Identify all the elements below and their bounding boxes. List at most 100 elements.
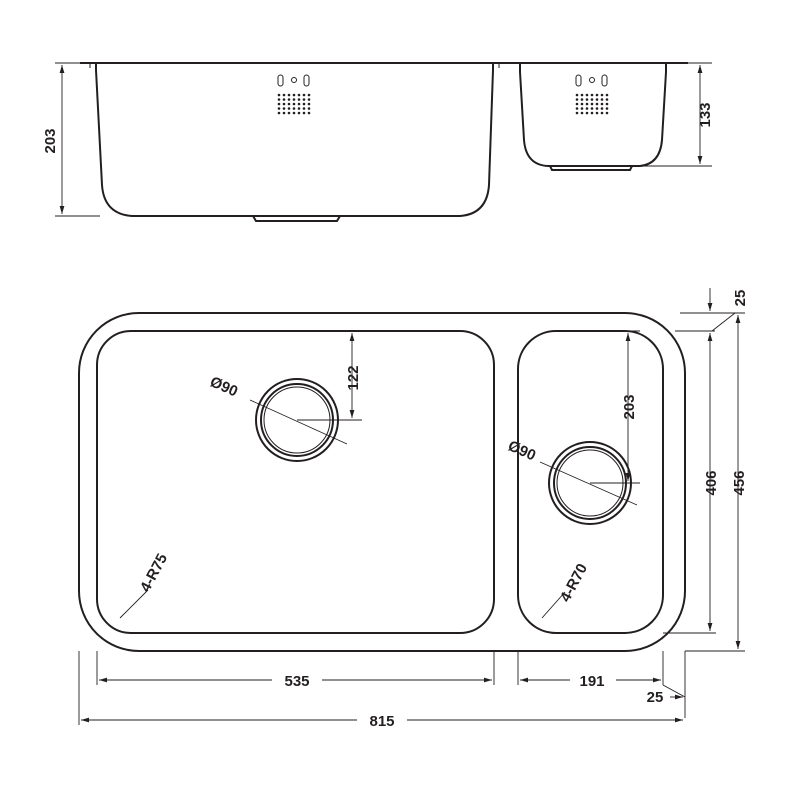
overflow-hole [297,107,301,110]
overflow-hole [605,98,609,101]
overflow-hole [277,111,281,115]
overflow-hole [575,102,579,106]
overflow-hole [580,93,584,97]
dim-r75-label: 4-R75 [137,551,171,595]
overflow-hole [575,98,579,101]
overflow-hole [302,93,306,97]
dimension-right-waste-offset: 203 [590,330,640,484]
dimension-right-bowl-depth: 133 [640,62,714,167]
dim-203-right-label: 203 [621,394,638,419]
overflow-hole [590,98,594,101]
overflow-hole [600,98,604,101]
dimension-right-bowl-radius: 4-R70 [541,561,591,619]
overflow-hole [580,111,584,115]
overflow-hole [282,107,286,110]
overflow-hole [287,93,291,97]
dimension-overall-length: 456 [685,315,748,652]
dim-diameter-right-label: Ø90 [505,437,538,464]
elevation-left-bowl-lip [89,63,500,68]
dim-815-label: 815 [369,713,394,730]
elevation-right-drain [549,165,633,171]
dim-456-label: 456 [731,470,748,495]
overflow-hole [287,111,291,115]
overflow-hole [292,98,296,101]
overflow-hole [595,98,599,101]
overflow-hole [575,111,579,115]
plan-left-bowl [96,330,495,634]
overflow-hole [302,102,306,106]
dim-191-label-bg [570,670,616,690]
overflow-hole [307,107,311,110]
dim-406-label: 406 [703,470,720,495]
dim-191-label: 191 [579,673,604,690]
overflow-hole [277,93,281,97]
overflow-hole [307,102,311,106]
dimension-left-waste-offset: 122 [297,330,362,421]
overflow-hole [282,93,286,97]
overflow-hole [277,107,281,110]
overflow-hole [282,102,286,106]
dimension-left-bowl-depth: 203 [42,62,100,217]
dim-203-left-label: 203 [42,128,59,153]
dim-25-bottom-label: 25 [647,689,664,706]
elevation-left-drain [252,215,341,222]
dimension-left-bowl-width: 535 [96,651,495,690]
overflow-hole [605,107,609,110]
plan-view: Ø90 Ø90 122 203 4-R75 4-R70 [78,288,749,730]
overflow-hole [287,102,291,106]
plan-outer-rim [78,312,686,652]
overflow-hole [292,93,296,97]
dim-535-label: 535 [284,673,309,690]
overflow-grill-icon-right [575,74,609,115]
overflow-hole [580,98,584,101]
dimension-right-bowl-width: 191 [517,651,664,690]
overflow-hole [600,102,604,106]
overflow-hole [287,107,291,110]
dimension-bowl-length: 406 [663,333,720,634]
overflow-hole [580,107,584,110]
overflow-hole [287,98,291,101]
dimension-left-bowl-radius: 4-R75 [119,551,171,619]
overflow-hole [595,107,599,110]
overflow-hole [282,98,286,101]
overflow-hole [277,98,281,101]
dimension-bottom-rim-offset: 25 [647,651,686,718]
overflow-hole [605,111,609,115]
plan-right-bowl [517,330,664,634]
dim-diameter-left-label: Ø90 [207,373,240,400]
overflow-hole [585,93,589,97]
overflow-hole [277,102,281,106]
overflow-hole [595,93,599,97]
overflow-hole [585,102,589,106]
overflow-hole [590,102,594,106]
overflow-hole [302,111,306,115]
overflow-hole [580,102,584,106]
overflow-hole [575,93,579,97]
elevation-right-bowl [519,63,667,167]
overflow-hole [307,111,311,115]
dim-122-label: 122 [345,365,362,390]
overflow-hole [605,102,609,106]
overflow-grill-icon-left [277,74,311,115]
overflow-hole [600,111,604,115]
overflow-hole [585,111,589,115]
dim-815-label-bg [357,710,407,730]
overflow-hole [282,111,286,115]
overflow-hole [297,111,301,115]
overflow-hole [307,93,311,97]
dim-133-right-label: 133 [697,102,714,127]
overflow-hole [605,93,609,97]
dim-25-top-label: 25 [732,290,749,307]
overflow-hole [302,107,306,110]
overflow-hole [292,102,296,106]
overflow-hole [595,111,599,115]
overflow-hole [590,93,594,97]
overflow-hole [307,98,311,101]
overflow-hole [302,98,306,101]
dim-r70-label: 4-R70 [557,561,591,605]
elevation-view: 203 133 [42,62,714,222]
overflow-hole [575,107,579,110]
overflow-hole [585,107,589,110]
overflow-hole [292,111,296,115]
